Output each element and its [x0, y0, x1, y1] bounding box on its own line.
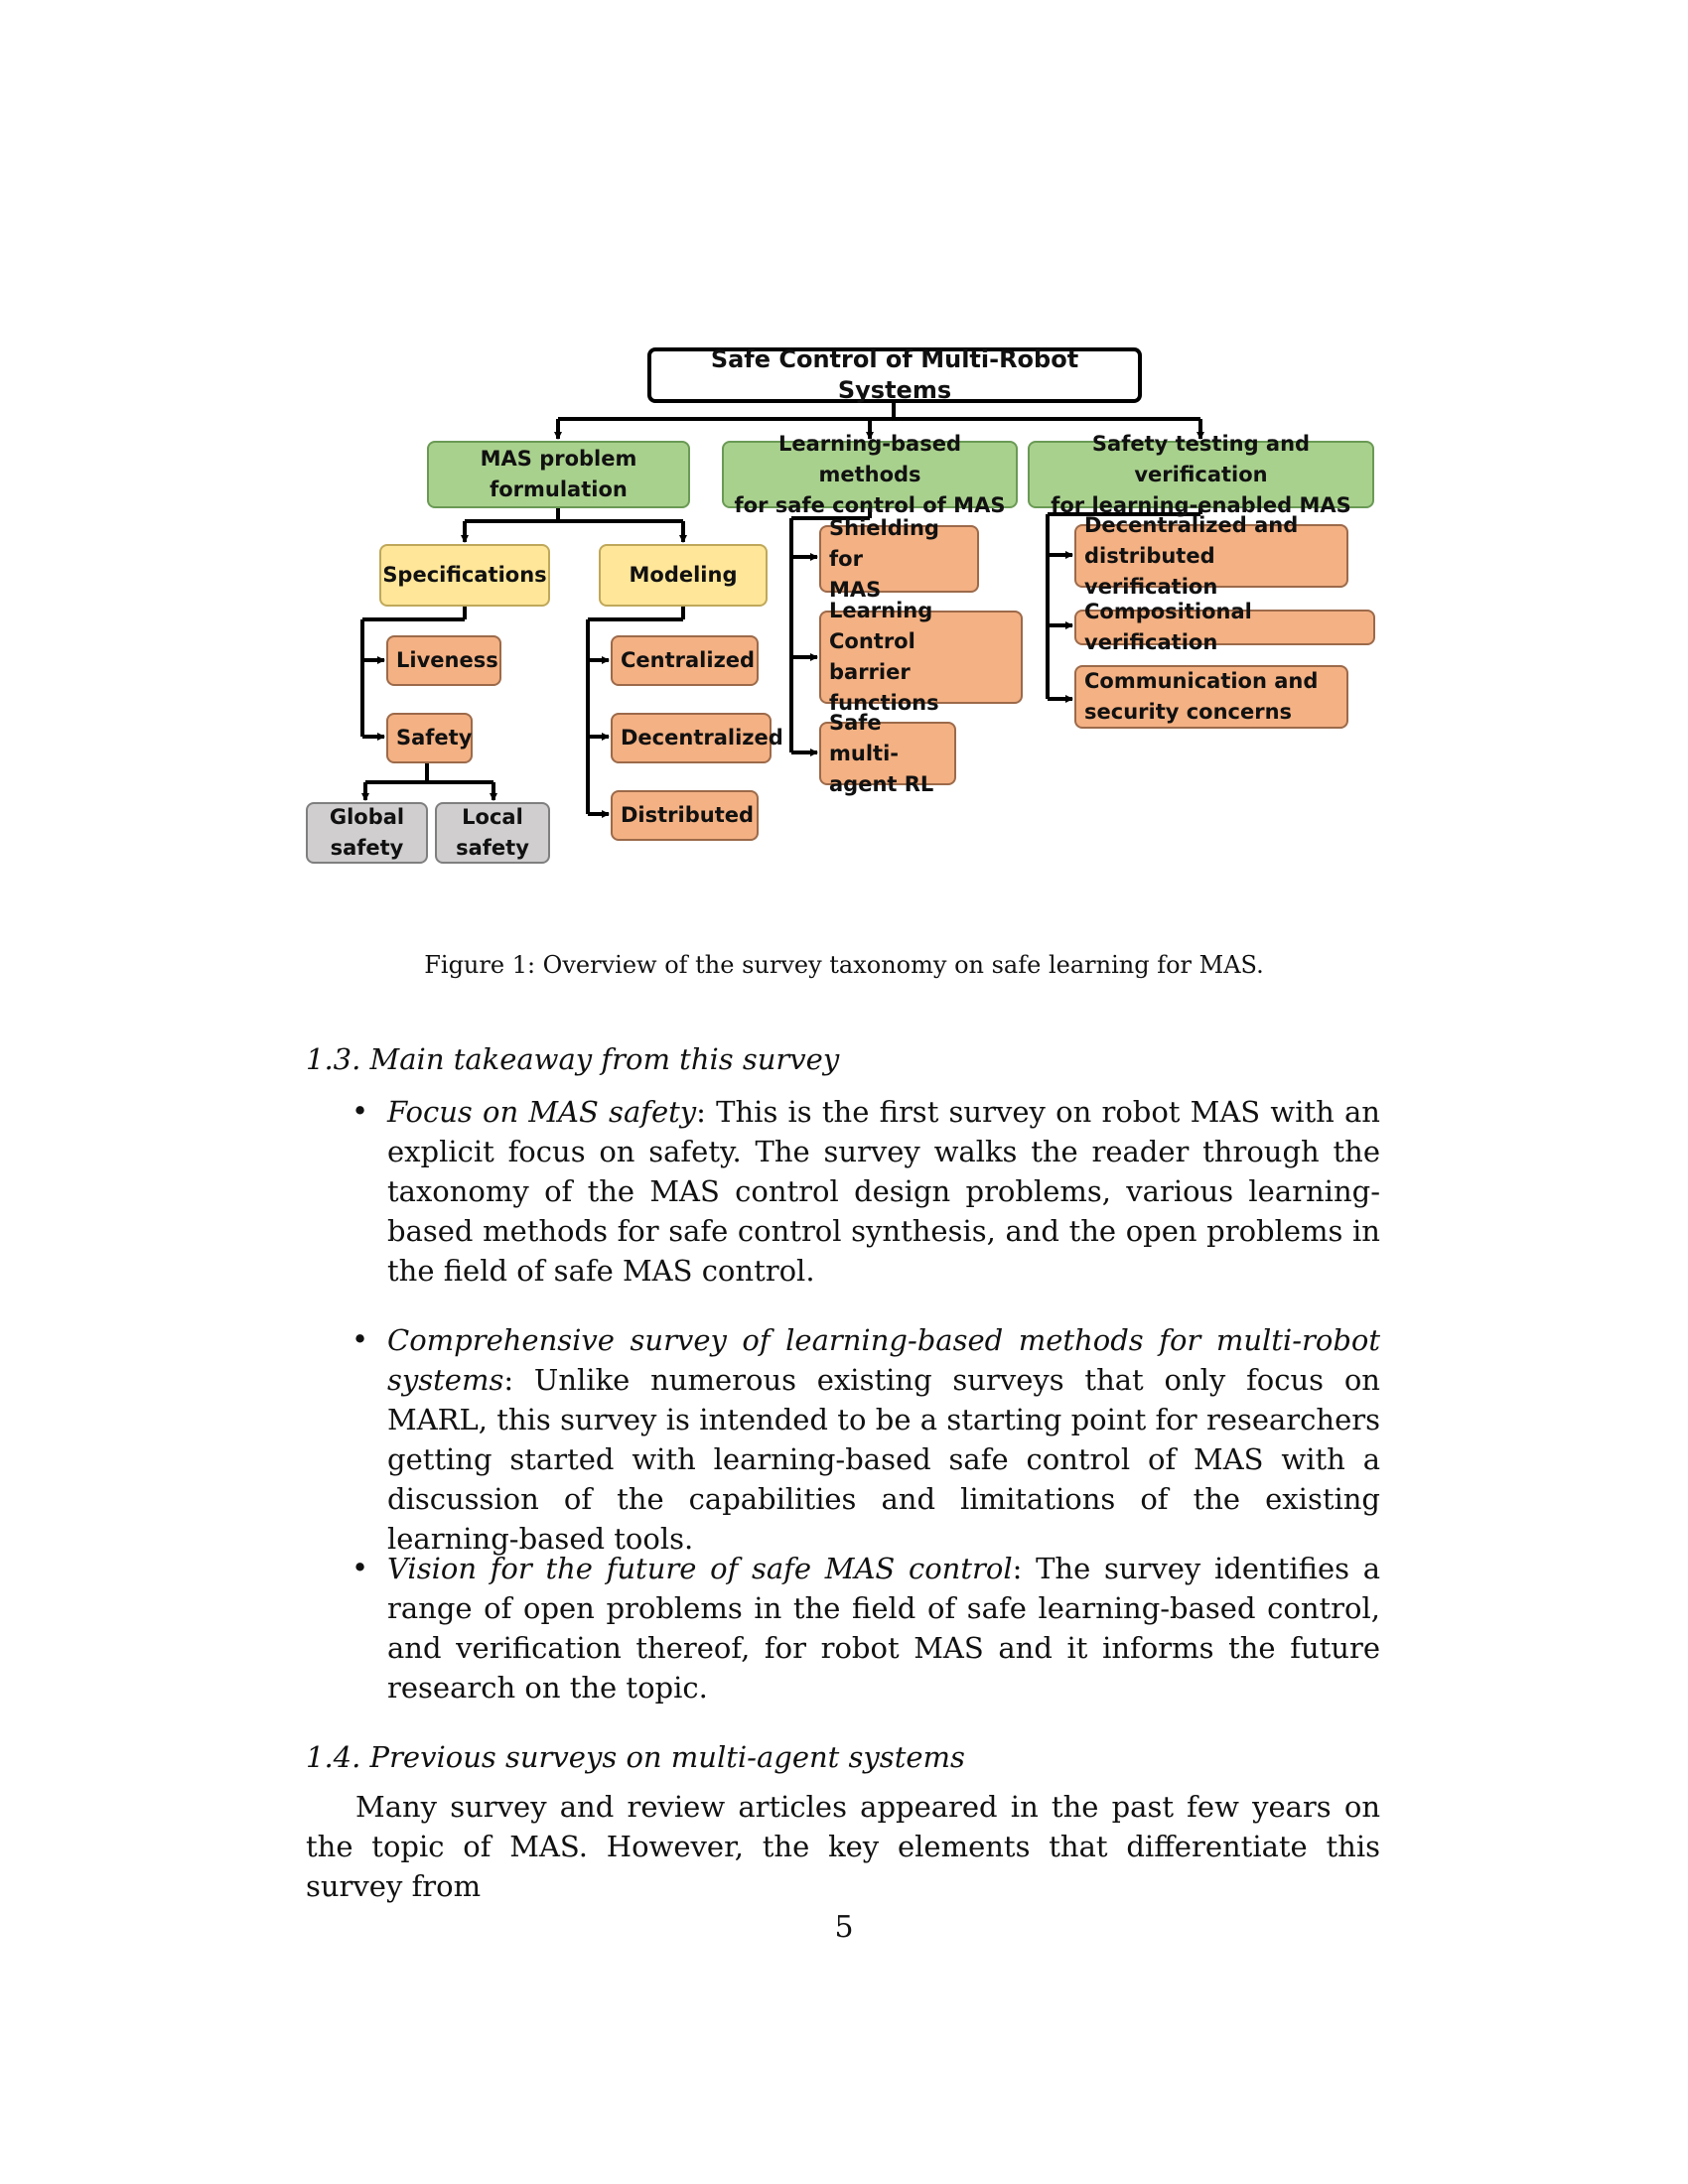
diagram-root-node: Safe Control of Multi-Robot Systems [647, 345, 1142, 404]
paragraph-previous-surveys: Many survey and review articles appeared… [306, 1790, 1380, 1903]
node-learning-based-methods: Learning-based methods for safe control … [722, 432, 1018, 517]
bullet-marker: • [352, 1322, 369, 1356]
page-number: 5 [834, 1910, 854, 1945]
list-item-text: : This is the first survey on robot MAS … [387, 1095, 1380, 1288]
node-local-safety: Local safety [435, 802, 550, 864]
taxonomy-diagram: Safe Control of Multi-Robot Systems MAS … [0, 0, 1688, 893]
list-item-focus-mas-safety: Focus on MAS safety: This is the first s… [387, 1092, 1380, 1291]
node-safety-testing-verification: Safety testing and verification for lear… [1028, 432, 1374, 517]
list-item-title: Vision for the future of safe MAS contro… [387, 1552, 1013, 1585]
node-distributed: Distributed [611, 790, 759, 841]
list-item-text: : The survey identifies a range of open … [387, 1552, 1380, 1705]
node-modeling: Modeling [599, 544, 768, 607]
diagram-root-label: Safe Control of Multi-Robot Systems [710, 345, 1079, 404]
node-safe-multi-agent-rl: Safe multi- agent RL [819, 711, 956, 796]
node-centralized: Centralized [611, 635, 759, 686]
node-liveness: Liveness [386, 635, 501, 686]
node-communication-security-concerns: Communication and security concerns [1074, 665, 1348, 729]
list-item-comprehensive-survey: Comprehensive survey of learning-based m… [387, 1320, 1380, 1559]
node-compositional-verification: Compositional verification [1074, 600, 1375, 654]
node-specifications: Specifications [379, 544, 550, 607]
bullet-marker: • [352, 1094, 369, 1128]
section-heading-1-3: 1.3. Main takeaway from this survey [306, 1042, 840, 1076]
node-learning-control-barrier-functions: Learning Control barrier functions [819, 599, 1023, 715]
node-mas-problem-formulation: MAS problem formulation [427, 441, 690, 508]
node-shielding-for-mas: Shielding for MAS [819, 516, 979, 602]
node-decentralized-distributed-verification: Decentralized and distributed verificati… [1074, 513, 1348, 599]
figure-caption: Figure 1: Overview of the survey taxonom… [424, 951, 1264, 979]
list-item-title: Comprehensive survey of learning-based m… [387, 1323, 1380, 1397]
diagram-connectors [360, 401, 1204, 818]
list-item-vision-future: Vision for the future of safe MAS contro… [387, 1549, 1380, 1707]
list-item-title: Focus on MAS safety [387, 1095, 697, 1129]
section-heading-1-4: 1.4. Previous surveys on multi-agent sys… [306, 1740, 965, 1774]
node-global-safety: Global safety [306, 802, 428, 864]
list-item-text: : Unlike numerous existing surveys that … [387, 1363, 1380, 1556]
bullet-marker: • [352, 1551, 369, 1584]
node-safety: Safety [386, 713, 473, 763]
node-decentralized: Decentralized [611, 713, 783, 763]
